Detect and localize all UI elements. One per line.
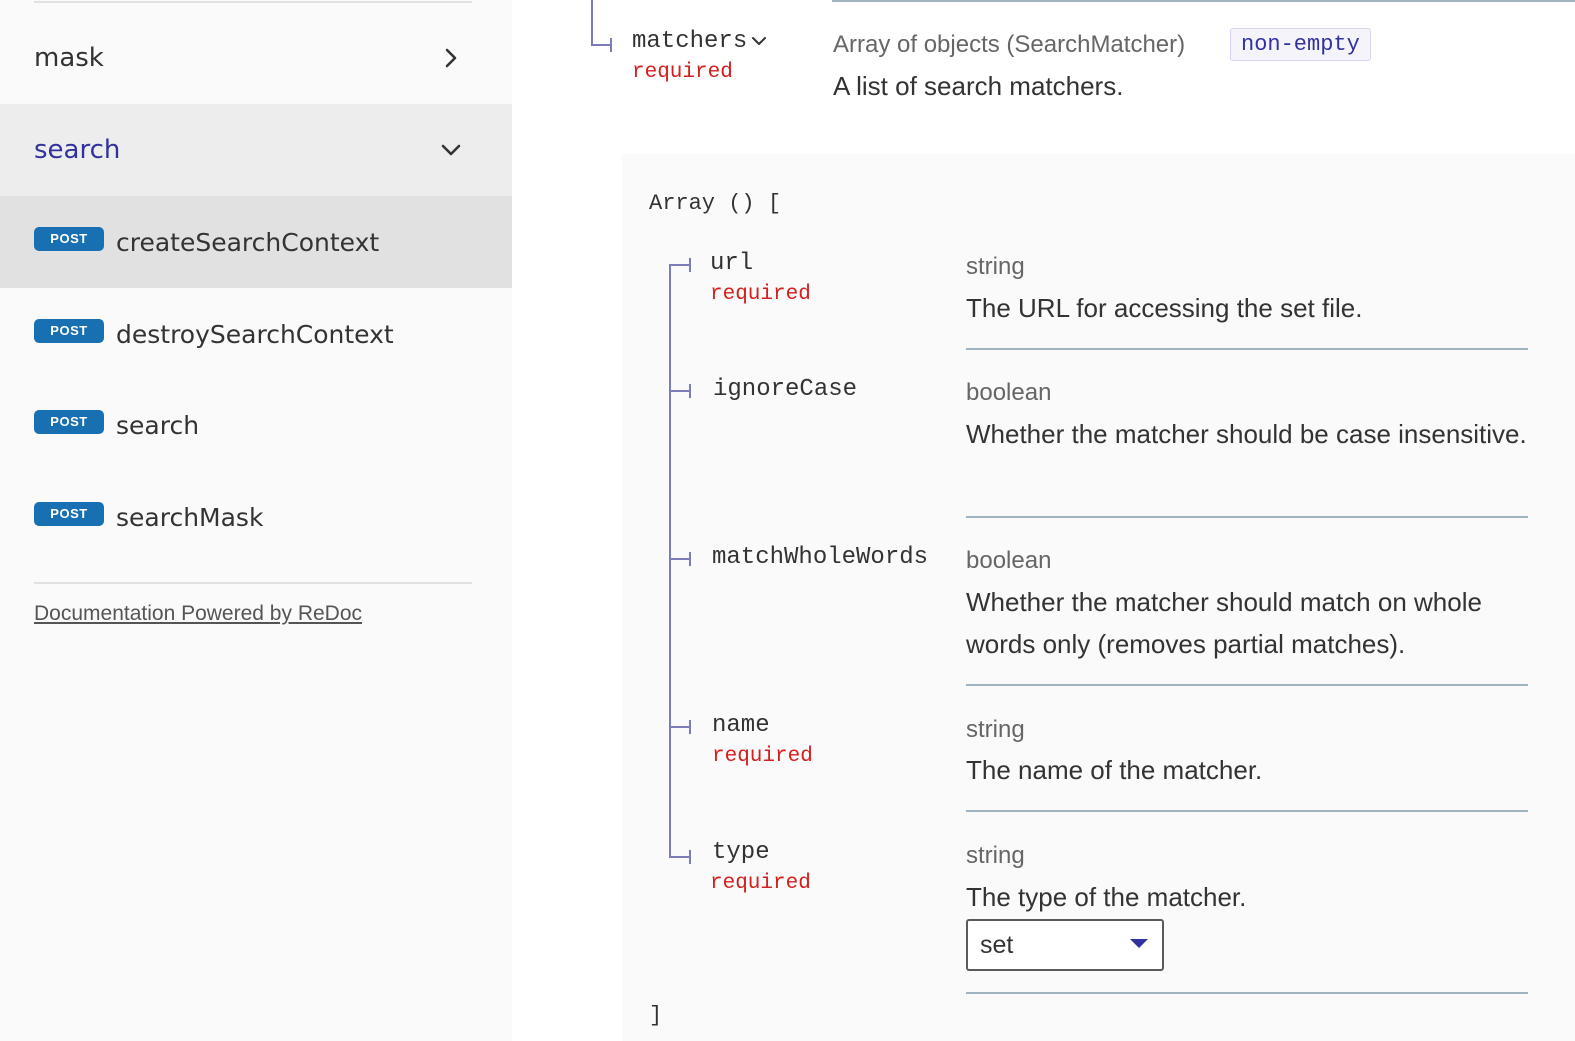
property-description: Whether the matcher should match on whol… — [966, 587, 1482, 659]
powered-by-redoc-link[interactable]: Documentation Powered by ReDoc — [34, 602, 363, 625]
http-method-badge: POST — [34, 410, 104, 434]
property-name-matchers[interactable]: matchers — [632, 28, 767, 55]
sidebar-item-destroySearchContext[interactable]: POST destroySearchContext — [0, 288, 512, 380]
property-name-name: name — [712, 712, 770, 739]
sidebar-item-createSearchContext[interactable]: POST createSearchContext — [0, 196, 512, 288]
property-description: Whether the matcher should be case insen… — [966, 419, 1527, 449]
property-name-url: url — [710, 250, 754, 277]
property-type: string — [966, 253, 1025, 280]
http-method-badge: POST — [34, 227, 104, 251]
chevron-down-icon — [752, 36, 767, 45]
tree-connector-tick — [689, 850, 691, 864]
tree-connector-tick — [689, 552, 691, 566]
property-description: A list of search matchers. — [833, 71, 1124, 101]
required-label: required — [712, 745, 813, 768]
caret-down-icon — [1130, 939, 1148, 948]
property-type: string — [966, 842, 1025, 869]
sidebar-item-label: destroySearchContext — [116, 319, 394, 349]
required-label: required — [632, 61, 733, 84]
sidebar-item-label: searchMask — [116, 502, 264, 532]
sidebar-group-search[interactable]: search — [0, 104, 512, 196]
tree-connector-tick — [610, 38, 612, 52]
http-method-badge: POST — [34, 319, 104, 343]
property-type: boolean — [966, 379, 1052, 406]
tree-connector-vertical — [591, 0, 593, 46]
tree-connector-horizontal — [669, 856, 689, 858]
sidebar-item-label: createSearchContext — [116, 227, 380, 257]
property-description: The type of the matcher. — [966, 882, 1247, 912]
sidebar-top-divider — [34, 1, 472, 3]
property-type: Array of objects (SearchMatcher) — [833, 31, 1186, 58]
property-type: boolean — [966, 547, 1052, 574]
tree-connector-tick — [689, 258, 691, 272]
chevron-down-icon — [441, 144, 461, 156]
constraint-badge: non-empty — [1230, 28, 1371, 61]
property-description: The name of the matcher. — [966, 755, 1263, 785]
array-open-bracket: Array () [ — [649, 191, 782, 216]
property-type: string — [966, 716, 1025, 743]
property-description: The URL for accessing the set file. — [966, 293, 1363, 323]
tree-connector-tick — [689, 720, 691, 734]
required-label: required — [710, 283, 811, 306]
tree-connector-horizontal — [669, 558, 689, 560]
field-divider — [966, 516, 1528, 518]
sidebar-group-label: search — [34, 135, 121, 165]
field-divider — [966, 992, 1528, 994]
tree-connector-horizontal — [669, 390, 689, 392]
sidebar: mask search POST createSearchContext POS… — [0, 0, 512, 1041]
property-name-matchWholeWords: matchWholeWords — [712, 544, 929, 571]
field-divider — [966, 810, 1528, 812]
field-divider — [832, 0, 1575, 2]
property-name-type: type — [712, 839, 770, 866]
nested-schema-box — [622, 154, 1575, 1041]
sidebar-item-searchMask[interactable]: POST searchMask — [0, 471, 512, 563]
sidebar-group-label: mask — [34, 43, 104, 73]
http-method-badge: POST — [34, 502, 104, 526]
tree-connector-tick — [689, 384, 691, 398]
sidebar-bottom-divider — [34, 582, 472, 584]
select-value: set — [980, 931, 1014, 959]
field-divider — [966, 348, 1528, 350]
main-content: matchers required Array of objects (Sear… — [512, 0, 1575, 1041]
required-label: required — [710, 872, 811, 895]
tree-connector-horizontal — [669, 726, 689, 728]
tree-connector-vertical — [669, 264, 671, 858]
sidebar-item-label: search — [116, 410, 200, 440]
tree-connector-horizontal — [669, 264, 689, 266]
sidebar-group-mask[interactable]: mask — [0, 13, 512, 103]
field-divider — [966, 684, 1528, 686]
sidebar-item-search[interactable]: POST search — [0, 379, 512, 471]
chevron-right-icon — [445, 48, 457, 68]
tree-connector-horizontal — [591, 44, 611, 46]
property-name-ignoreCase: ignoreCase — [713, 376, 858, 403]
property-name: matchers — [632, 28, 748, 55]
type-enum-select[interactable]: set — [966, 919, 1164, 971]
array-close-bracket: ] — [649, 1003, 663, 1028]
